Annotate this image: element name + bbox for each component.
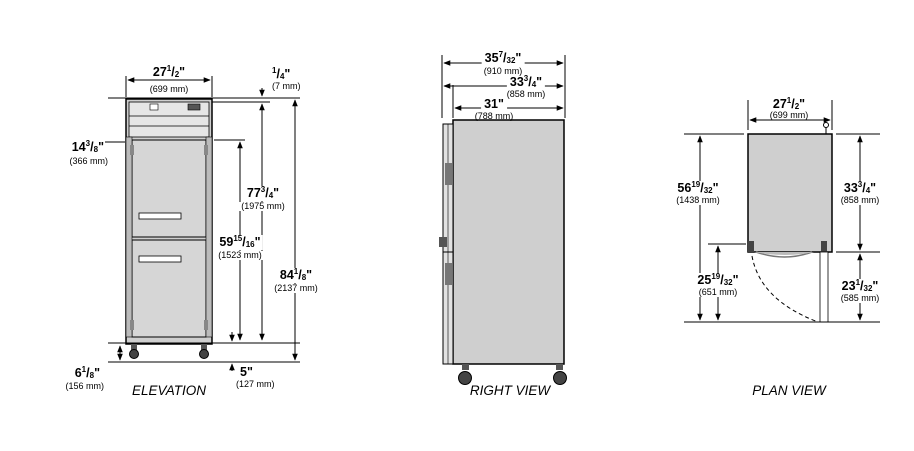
right-depth-dimension: 333/4" (506, 74, 546, 89)
dim-denominator: 2 (794, 102, 800, 111)
dim-whole: 6 (74, 366, 82, 380)
elevation-top-gap-mm: (7 mm) (272, 81, 301, 91)
elevation-casters (129, 344, 209, 359)
dim-whole: 33 (509, 75, 524, 89)
elevation-doors-dimension: 5915/16" (217, 234, 263, 250)
elevation-view (105, 76, 300, 371)
elevation-top-panel-dimension: 143/8" (71, 139, 104, 154)
dim-numerator: 3 (523, 74, 529, 83)
right-casters (458, 364, 567, 385)
plan-door-swing-right-mm: (585 mm) (838, 293, 882, 303)
dim-numerator: 1 (272, 66, 277, 75)
dim-denominator: 8 (89, 371, 95, 380)
dim-numerator: 19 (711, 272, 721, 281)
right-overall-depth-dimension: 357/32" (481, 50, 525, 65)
dim-denominator: 32 (506, 56, 516, 65)
dim-whole: 59 (219, 235, 234, 249)
dim-numerator: 3 (85, 139, 91, 148)
right-view (439, 55, 567, 385)
plan-door-swing-dimension: 2519/32" (695, 272, 741, 288)
right-depth-mm: (858 mm) (503, 90, 549, 99)
elevation-body-mm: (1975 mm) (239, 201, 287, 211)
dim-denominator: 8 (301, 273, 307, 282)
elevation-cabinet (125, 98, 213, 345)
dim-denominator: 4 (531, 80, 537, 89)
plan-door-swing-mm: (651 mm) (696, 287, 740, 297)
dim-numerator: 19 (691, 180, 701, 189)
plan-door-swing-right-dimension: 231/32" (839, 278, 881, 294)
dim-whole: 56 (677, 181, 692, 195)
plan-width-mm: (699 mm) (769, 110, 809, 120)
dim-whole: 23 (841, 279, 856, 293)
dim-whole: 27 (772, 97, 787, 111)
right-cabinet-depth-mm: (788 mm) (474, 111, 514, 121)
dim-numerator: 15 (233, 234, 243, 243)
elevation-overall-dimension: 841/8" (277, 267, 315, 283)
elevation-clearance-mm: (127 mm) (236, 379, 275, 389)
plan-overall-mm: (1438 mm) (674, 195, 722, 205)
elevation-clearance-dimension: 5" (240, 365, 253, 379)
dim-denominator: 32 (863, 284, 873, 293)
dim-numerator: 1 (855, 278, 861, 287)
dim-denominator: 2 (174, 70, 180, 79)
dim-numerator: 3 (857, 180, 863, 189)
dim-whole: 27 (152, 65, 167, 79)
dim-denominator: 4 (279, 72, 285, 81)
plan-width-dimension: 271/2" (772, 96, 806, 111)
dim-whole: 25 (697, 273, 712, 287)
right-cabinet (439, 119, 565, 365)
dim-denominator: 16 (245, 240, 255, 249)
dim-whole: 84 (279, 268, 294, 282)
dim-numerator: 3 (260, 185, 266, 194)
plan-view-caption: PLAN VIEW (752, 383, 826, 398)
dim-numerator: 1 (293, 267, 299, 276)
elevation-legs-mm: (156 mm) (65, 381, 104, 391)
elevation-legs-dimension: 61/8" (74, 365, 100, 380)
dim-denominator: 32 (723, 278, 733, 287)
dim-numerator: 1 (81, 365, 87, 374)
elevation-overall-mm: (2137 mm) (272, 283, 320, 293)
plan-overall-dimension: 5619/32" (675, 180, 721, 196)
dim-numerator: 1 (166, 64, 172, 73)
elevation-top-panel-mm: (366 mm) (69, 156, 108, 166)
elevation-caption: ELEVATION (131, 383, 207, 398)
elevation-width-mm: (699 mm) (149, 84, 189, 94)
elevation-doors-mm: (1523 mm) (216, 250, 264, 260)
elevation-top-gap-dimension: 1/4" (272, 66, 291, 81)
right-cabinet-depth-dimension: 31" (481, 98, 507, 111)
dim-whole: 33 (843, 181, 858, 195)
dim-whole: 14 (71, 140, 86, 154)
dim-numerator: 7 (498, 50, 504, 59)
plan-cabinet (747, 122, 833, 323)
dim-denominator: 32 (703, 186, 713, 195)
dim-whole: 77 (246, 186, 261, 200)
plan-depth-mm: (858 mm) (838, 195, 882, 205)
elevation-body-dimension: 773/4" (244, 185, 282, 201)
dim-denominator: 4 (268, 191, 274, 200)
dim-whole: 35 (484, 51, 499, 65)
plan-depth-dimension: 333/4" (841, 180, 879, 196)
dim-numerator: 1 (786, 96, 792, 105)
dim-denominator: 4 (865, 186, 871, 195)
dim-denominator: 8 (93, 145, 99, 154)
right-view-caption: RIGHT VIEW (469, 383, 551, 398)
elevation-width-dimension: 271/2" (152, 64, 186, 79)
right-overall-depth-mm: (910 mm) (480, 67, 526, 76)
